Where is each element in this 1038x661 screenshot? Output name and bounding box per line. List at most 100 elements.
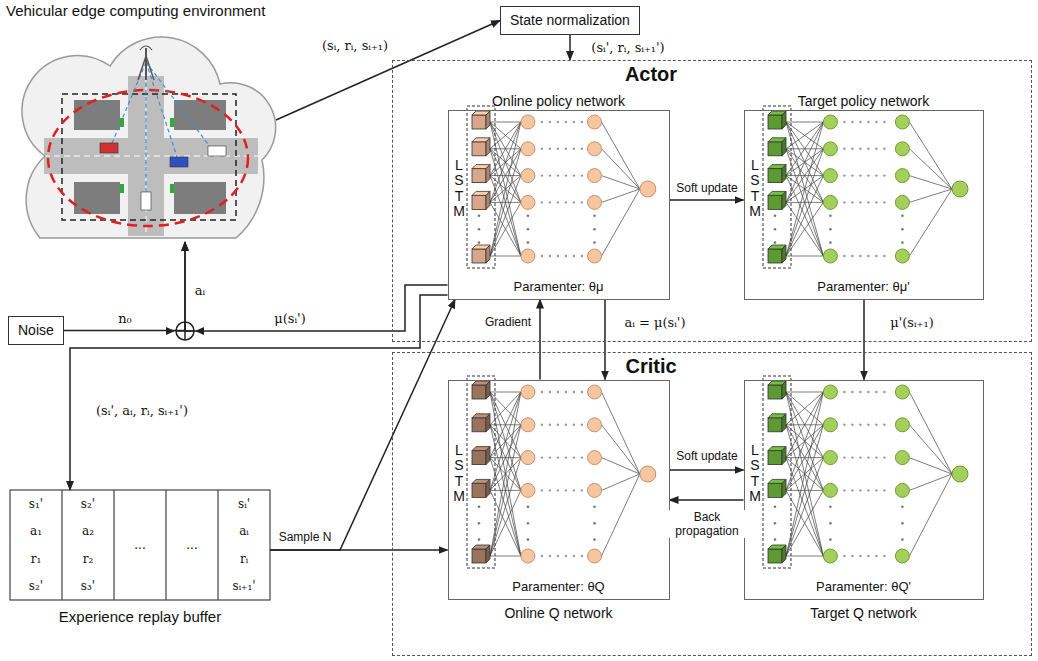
weight-line (602, 176, 640, 189)
ellipsis-dot (859, 391, 861, 393)
neuron (588, 169, 602, 183)
ellipsis-dot (557, 121, 559, 123)
ellipsis-dot (859, 174, 861, 176)
ellipsis-dot (541, 255, 543, 257)
ellipsis-dot (573, 148, 575, 150)
ellipsis-dot (867, 555, 869, 557)
ellipsis-dot (859, 255, 861, 257)
network-box: Paramenter: θQOnline Q network (448, 380, 670, 626)
ellipsis-dot (527, 506, 530, 509)
neuron (823, 195, 837, 209)
weight-line (786, 425, 823, 556)
weight-line (786, 122, 823, 256)
ellipsis-dot (478, 228, 481, 231)
ellipsis-dot (859, 121, 861, 123)
lstm-cell (472, 195, 486, 209)
lstm-cell (768, 549, 782, 563)
lstm-cell (768, 385, 782, 399)
weight-line (786, 149, 823, 203)
weight-line (786, 425, 823, 556)
table-cell: rᵢ (240, 552, 248, 566)
neural-network (467, 106, 968, 568)
ellipsis-dot (557, 174, 559, 176)
lstm-cell (472, 249, 486, 263)
neuron (823, 483, 837, 497)
ellipsis-dot (527, 522, 530, 525)
environment-cloud: Vehicular edge computing environment (4, 2, 276, 242)
lstm-cell (486, 111, 490, 129)
weight-line (909, 189, 952, 256)
ellipsis-dot (573, 489, 575, 491)
ellipsis-dot (875, 489, 877, 491)
weight-line (786, 122, 823, 123)
ellipsis-dot (843, 391, 845, 393)
ellipsis-dot (883, 174, 885, 176)
network-box: Target policy networkParamenter: θμ' (744, 92, 984, 300)
weight-line (490, 149, 521, 256)
ellipsis-dot (565, 424, 567, 426)
weight-line (909, 458, 952, 474)
edge-label: μ'(sᵢ₊₁) (888, 315, 936, 330)
weight-line (786, 149, 823, 203)
ellipsis-dot (573, 391, 575, 393)
intersection (208, 146, 226, 156)
neuron (521, 249, 535, 263)
parameter-text: Paramenter: θQ (449, 579, 669, 594)
lstm-bracket (763, 106, 791, 268)
weight-line (490, 425, 521, 556)
ellipsis-dot (901, 241, 904, 244)
weight-line (490, 122, 521, 176)
ellipsis-dot (851, 555, 853, 557)
ellipsis-dot (478, 538, 481, 541)
cloud-outline (4, 2, 276, 242)
network-box: Paramenter: θQ'Target Q network (744, 380, 984, 626)
ellipsis-dot (829, 241, 832, 244)
node-text: Noise (18, 322, 54, 339)
ellipsis-dot (557, 201, 559, 203)
neuron (521, 195, 535, 209)
neuron (895, 451, 909, 465)
intersection (141, 192, 151, 210)
network-name: Target policy network (744, 92, 984, 110)
connector-arrow (270, 549, 448, 551)
ellipsis-dot (859, 555, 861, 557)
ellipsis-dot (851, 391, 853, 393)
neuron (588, 249, 602, 263)
ellipsis-dot (541, 555, 543, 557)
neuron (895, 169, 909, 183)
ellipsis-dot (867, 424, 869, 426)
table-cell: sᵢ' (238, 497, 250, 511)
weight-line (786, 122, 823, 256)
ellipsis-dot (565, 255, 567, 257)
connector-arrow (185, 242, 448, 331)
ellipsis-dot (883, 456, 885, 458)
ellipsis-dot (565, 555, 567, 557)
intersection (62, 94, 236, 220)
ellipsis-dot (859, 148, 861, 150)
lstm-cell (472, 385, 486, 399)
ellipsis-dot (565, 201, 567, 203)
ellipsis-dot (565, 121, 567, 123)
parameter-text: Paramenter: θμ (449, 279, 669, 294)
ellipsis-dot (875, 424, 877, 426)
lstm-cell (472, 549, 486, 563)
weight-line (786, 392, 823, 425)
weight-line (786, 122, 823, 202)
ellipsis-dot (843, 201, 845, 203)
ellipsis-dot (541, 148, 543, 150)
ellipsis-dot (867, 201, 869, 203)
output-neuron (952, 181, 968, 197)
neuron (588, 549, 602, 563)
lstm-cell (782, 138, 786, 156)
ellipsis-dot (859, 456, 861, 458)
lstm-cell (486, 138, 490, 156)
lstm-cell (768, 115, 782, 129)
weight-line (786, 556, 823, 557)
ellipsis-dot (593, 522, 596, 525)
weight-line (786, 122, 823, 176)
lstm-label: LSTM (452, 158, 466, 220)
connector-arrow (569, 35, 571, 60)
weight-line (602, 474, 640, 556)
ellipsis-dot (549, 201, 551, 203)
neuron (521, 115, 535, 129)
